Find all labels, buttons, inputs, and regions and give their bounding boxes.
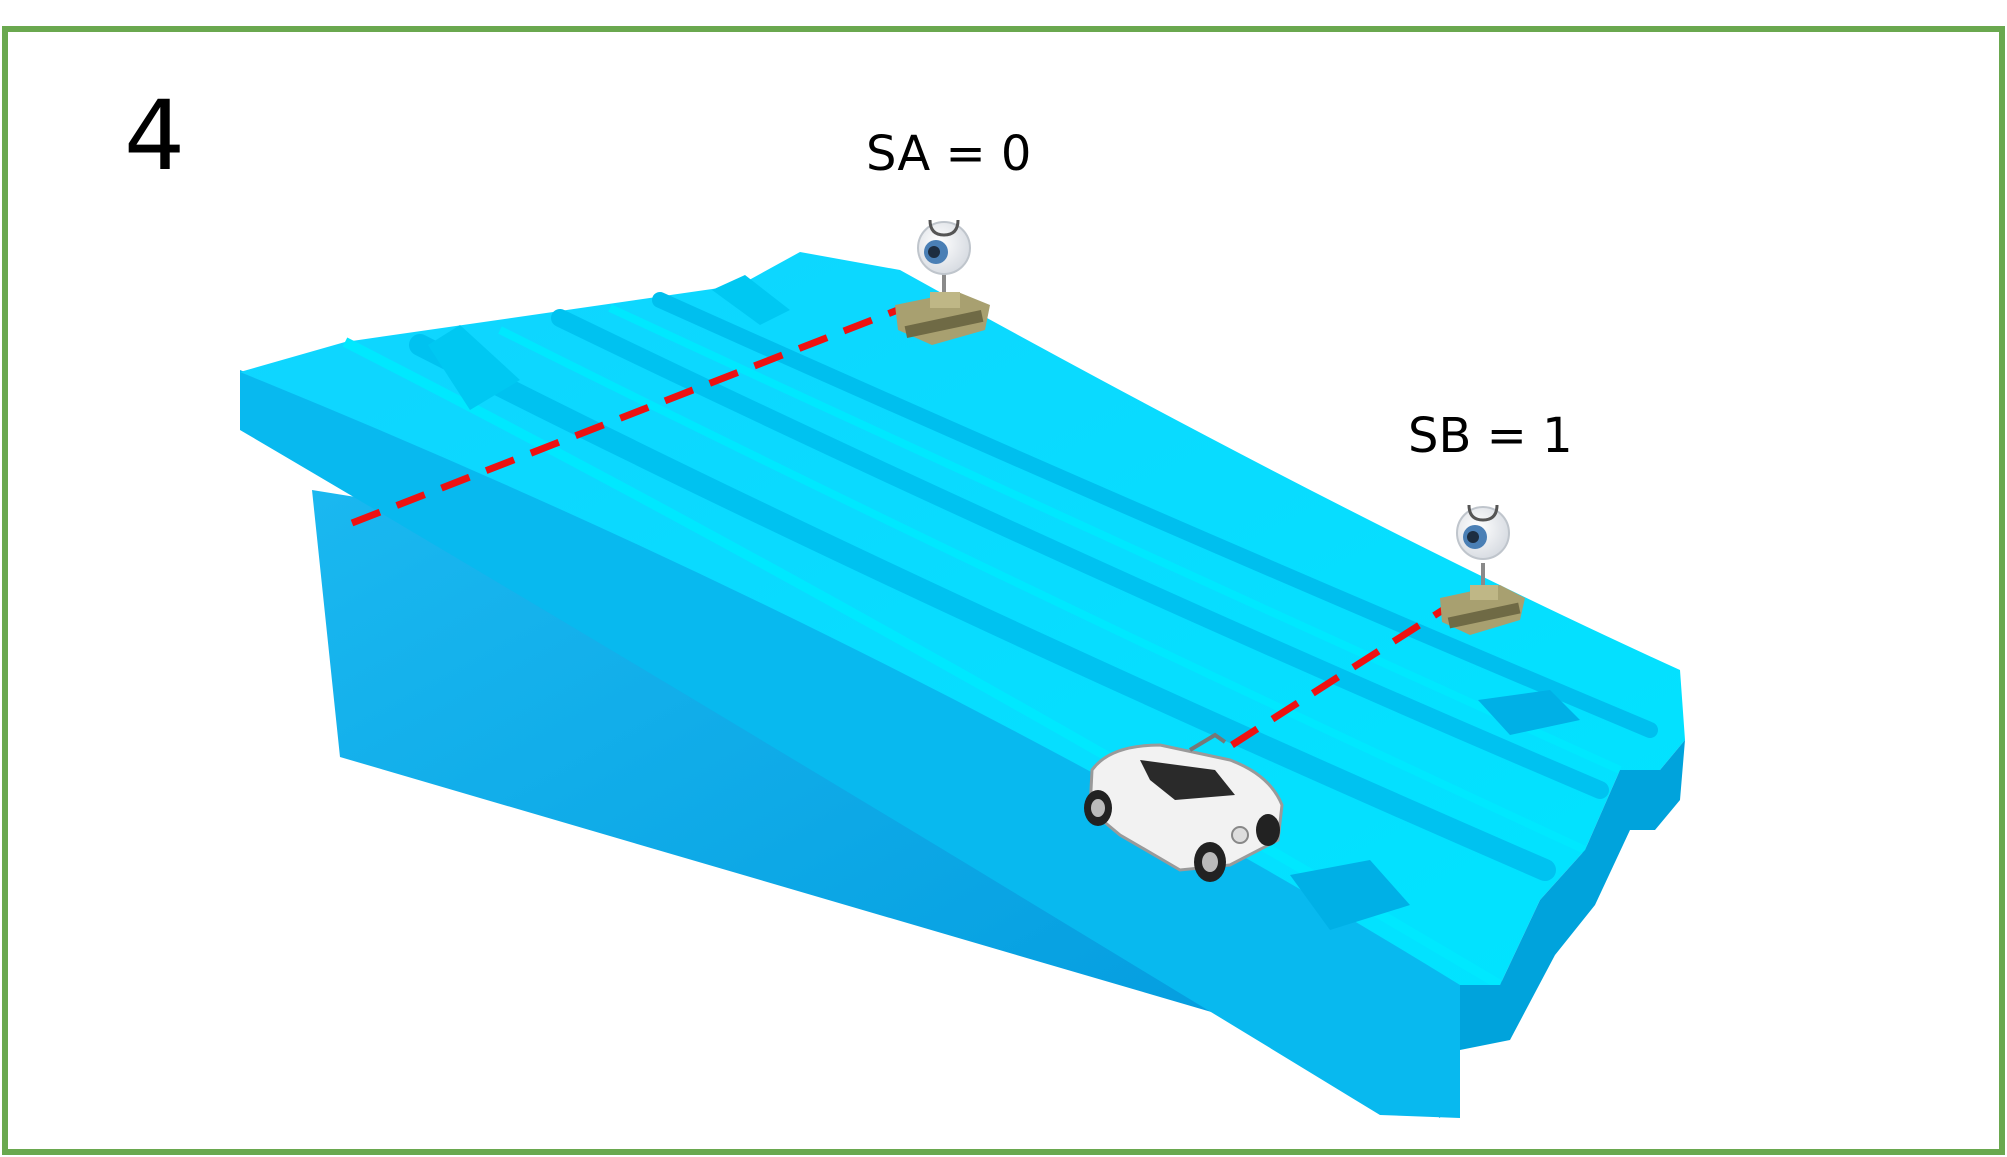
sensor-a-beam bbox=[350, 302, 910, 527]
upper-notch-2 bbox=[712, 275, 790, 325]
convertible-car-icon bbox=[1084, 732, 1284, 882]
sensor-a-label: SA = 0 bbox=[866, 126, 1032, 182]
ramp-front-face bbox=[240, 370, 1460, 1118]
lower-notch-2 bbox=[1478, 690, 1580, 735]
sensor-b bbox=[1440, 504, 1525, 635]
sensor-b-label: SB = 1 bbox=[1408, 408, 1573, 464]
lane-ridge-3 bbox=[608, 304, 1622, 774]
lane-groove-3 bbox=[652, 292, 1658, 738]
page-border bbox=[2, 26, 2005, 1155]
lane-groove-2 bbox=[551, 309, 1609, 799]
lane-groove-1 bbox=[409, 334, 1556, 881]
lane-ridge-2 bbox=[498, 326, 1587, 854]
sensor-a bbox=[895, 219, 990, 345]
step-number: 4 bbox=[124, 80, 186, 192]
tank-robot-icon bbox=[1440, 585, 1525, 635]
eye-sensor-icon bbox=[917, 219, 971, 275]
track-end-cap bbox=[1460, 740, 1685, 1050]
lower-notch-1 bbox=[1290, 860, 1410, 930]
eye-sensor-icon bbox=[1456, 504, 1510, 560]
tank-robot-icon bbox=[895, 292, 990, 345]
upper-notch-1 bbox=[428, 325, 520, 410]
sensor-b-beam bbox=[1230, 605, 1448, 748]
ramp-track bbox=[240, 252, 1685, 1118]
